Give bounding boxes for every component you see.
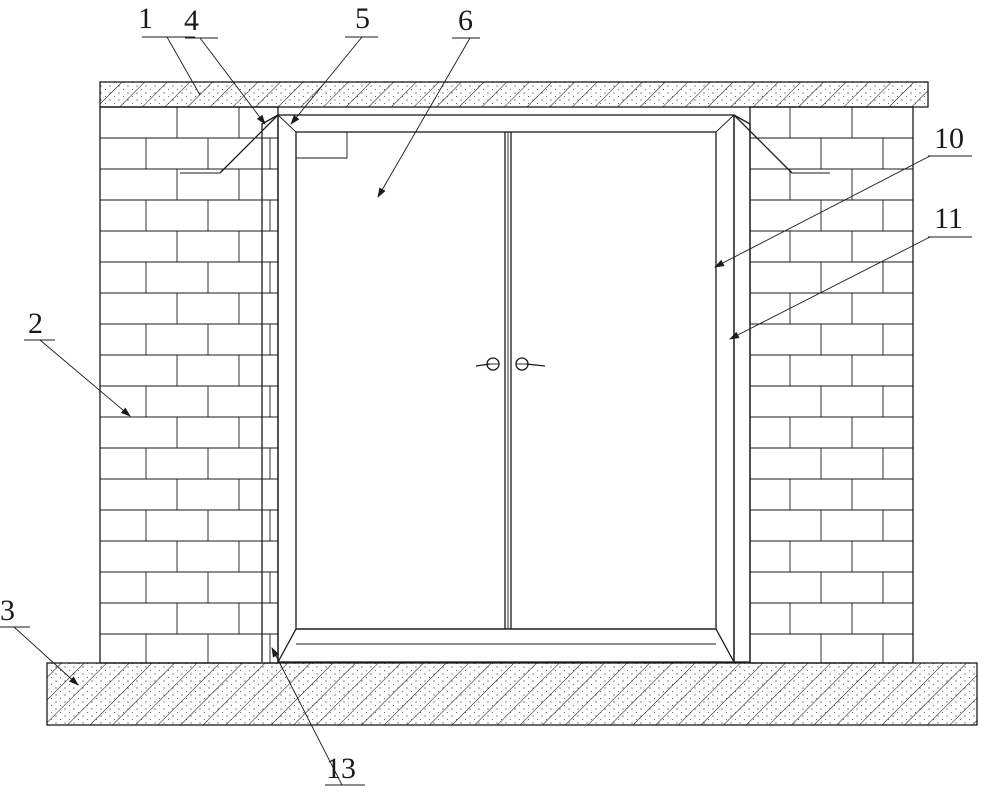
label-11: 11 xyxy=(934,202,963,235)
lintel-beam xyxy=(99,81,929,108)
double-door xyxy=(504,132,512,629)
label-4: 4 xyxy=(184,4,199,37)
label-2: 2 xyxy=(28,307,43,340)
label-5: 5 xyxy=(355,2,370,35)
right-brick-wall xyxy=(749,106,914,664)
label-3: 3 xyxy=(0,594,15,627)
floor-slab xyxy=(46,662,978,726)
door-handle-right xyxy=(515,357,546,371)
label-6: 6 xyxy=(458,4,473,37)
label-13: 13 xyxy=(326,752,356,785)
right-corner-brace xyxy=(261,114,830,663)
frame-bracket xyxy=(296,132,348,159)
left-corner-brace xyxy=(180,114,279,174)
label-10: 10 xyxy=(934,122,964,155)
label-1: 1 xyxy=(138,2,153,35)
door-frame xyxy=(277,114,735,663)
leader-lines xyxy=(0,36,972,786)
door-handle-left xyxy=(475,357,500,371)
left-brick-wall xyxy=(99,106,279,664)
